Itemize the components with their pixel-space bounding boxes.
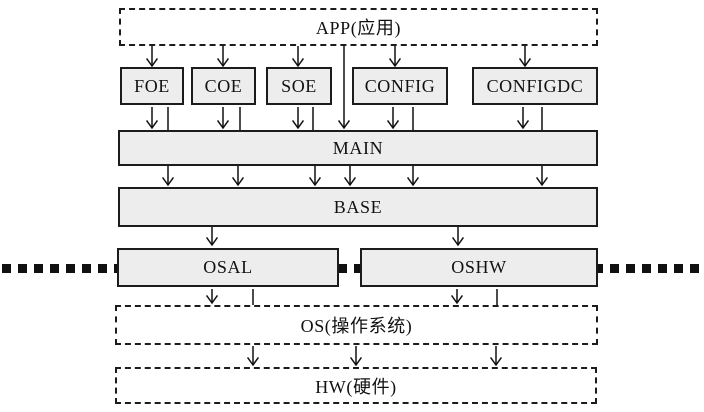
layer-label-os: OS(操作系统)	[300, 316, 413, 336]
arrowhead-down-icon	[518, 57, 532, 68]
layer-label-oshw: OSHW	[451, 257, 507, 277]
arrowhead-down-icon	[205, 294, 219, 305]
layer-box-base: BASE	[118, 187, 598, 227]
layer-label-main: MAIN	[332, 137, 384, 158]
layer-box-oshw: OSHW	[360, 248, 598, 287]
arrowhead-down-icon	[291, 119, 305, 130]
arrowhead-down-icon	[516, 119, 530, 130]
arrowhead-down-icon	[349, 356, 363, 367]
layer-label-base: BASE	[333, 196, 383, 217]
arrowhead-down-icon	[535, 176, 549, 187]
arrowhead-down-icon	[308, 176, 322, 187]
arrowhead-down-icon	[231, 176, 245, 187]
arrowhead-down-icon	[145, 57, 159, 68]
arrowhead-down-icon	[489, 356, 503, 367]
arrowhead-down-icon	[388, 57, 402, 68]
layer-label-hw: HW(硬件)	[315, 376, 397, 397]
arrowhead-down-icon	[216, 57, 230, 68]
partition-dotted-line	[2, 264, 701, 273]
arrowhead-down-icon	[343, 176, 357, 187]
arrowhead-down-icon	[246, 356, 260, 367]
arrowhead-down-icon	[451, 236, 465, 247]
arrowhead-down-icon	[161, 176, 175, 187]
module-box-config: CONFIG	[352, 67, 448, 105]
layer-label-app: APP(应用)	[315, 18, 402, 38]
arrowhead-down-icon	[205, 236, 219, 247]
arrowhead-down-icon	[450, 294, 464, 305]
layer-box-hw: HW(硬件)	[115, 367, 597, 404]
arrowhead-down-icon	[216, 119, 230, 130]
arrowhead-down-icon	[145, 119, 159, 130]
layer-label-osal: OSAL	[203, 257, 253, 277]
arrowhead-down-icon	[337, 119, 351, 130]
module-box-soe: SOE	[266, 67, 332, 105]
arrowhead-down-icon	[406, 176, 420, 187]
module-label-foe: FOE	[134, 75, 170, 96]
module-label-config: CONFIG	[364, 75, 436, 96]
module-label-configdc: CONFIGDC	[486, 75, 584, 96]
arrowhead-down-icon	[386, 119, 400, 130]
module-label-coe: COE	[204, 75, 243, 96]
layer-box-osal: OSAL	[117, 248, 339, 287]
module-label-soe: SOE	[281, 75, 317, 96]
layer-box-app: APP(应用)	[119, 8, 598, 46]
layer-box-main: MAIN	[118, 130, 598, 166]
module-box-configdc: CONFIGDC	[472, 67, 598, 105]
layer-box-os: OS(操作系统)	[115, 305, 598, 345]
arrowhead-down-icon	[291, 57, 305, 68]
module-box-foe: FOE	[120, 67, 184, 105]
module-box-coe: COE	[191, 67, 256, 105]
